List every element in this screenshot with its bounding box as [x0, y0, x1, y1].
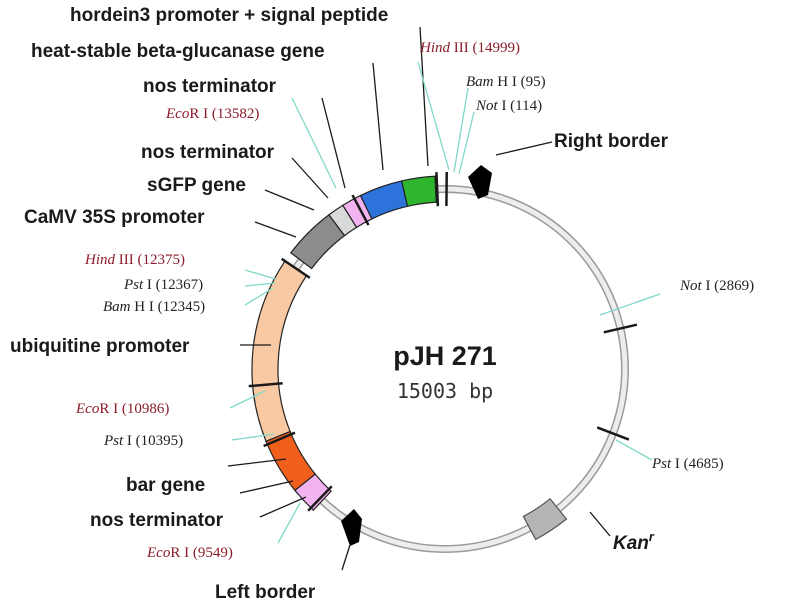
site-ticks [248, 171, 638, 512]
site-pst-4685: Pst I (4685) [651, 456, 724, 472]
site-eco-13582: EcoR I (13582) [165, 106, 259, 122]
site-leaders [229, 61, 661, 544]
site-pst-12367: Pst I (12367) [123, 277, 203, 293]
left-border-label: Left border [215, 582, 316, 603]
nos-terminator-top-label: nos terminator [143, 76, 277, 97]
site-hind-12375: Hind III (12375) [84, 252, 185, 268]
site-tick [280, 257, 311, 279]
ubiquitine-segment [251, 260, 308, 443]
bar-label: bar gene [126, 475, 205, 496]
site-tick [263, 431, 296, 448]
nos-terminator-mid-label: nos terminator [141, 142, 275, 163]
left-border-arrow [341, 509, 362, 546]
hordein3-label: hordein3 promoter + signal peptide [70, 5, 388, 26]
site-tick [435, 172, 440, 207]
ubiquitine-label: ubiquitine promoter [10, 336, 190, 357]
right-border-label: Right border [554, 131, 669, 152]
sgfp-segment [328, 204, 358, 237]
glucanase-segment [359, 180, 409, 220]
bar-segment [265, 430, 317, 492]
site-pst-10395: Pst I (10395) [103, 433, 183, 449]
sgfp-label: sGFP gene [147, 175, 246, 196]
site-hind-14999: Hind III (14999) [419, 40, 520, 56]
kan-segment [522, 497, 568, 541]
site-eco-9549: EcoR I (9549) [146, 545, 233, 561]
site-eco-10986: EcoR I (10986) [75, 401, 169, 417]
plasmid-size: 15003 bp [397, 379, 493, 403]
kan-label: Kanr [613, 529, 655, 554]
site-not-2869: Not I (2869) [679, 278, 754, 294]
nos-terminator-bottom-label: nos terminator [90, 510, 224, 531]
site-tick [596, 426, 630, 441]
site-not-114: Not I (114) [475, 98, 542, 114]
camv-label: CaMV 35S promoter [24, 207, 205, 228]
right-border-arrow [468, 165, 492, 199]
site-tick [307, 485, 333, 512]
site-tick [603, 323, 638, 334]
site-tick [248, 381, 283, 388]
site-bam-95: Bam H I (95) [466, 74, 546, 90]
feature-leaders [227, 26, 611, 571]
hordein3-segment [400, 175, 437, 207]
camv-segment [290, 214, 346, 270]
site-bam-12345: Bam H I (12345) [103, 299, 205, 315]
glucanase-label: heat-stable beta-glucanase gene [31, 41, 325, 62]
site-tick [351, 194, 370, 226]
plasmid-name: pJH 271 [393, 341, 497, 371]
